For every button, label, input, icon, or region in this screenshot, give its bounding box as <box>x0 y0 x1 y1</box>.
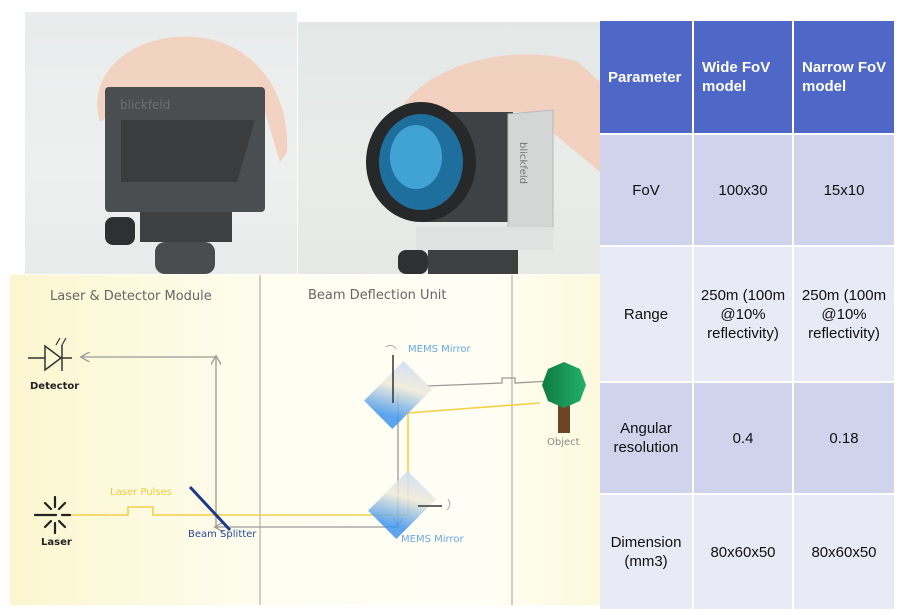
sensor-window <box>121 120 255 182</box>
beam-splitter-label: Beam Splitter <box>188 529 257 540</box>
row-range-wide: 250m (100m @10% reflectivity) <box>694 247 792 381</box>
spec-table: Parameter Wide FoV model Narrow FoV mode… <box>600 21 894 609</box>
row-angular-param: Angular resolution <box>600 383 692 493</box>
object-tree-icon <box>542 362 586 433</box>
header-wide-fov: Wide FoV model <box>694 21 792 133</box>
section-title-laser-detector: Laser & Detector Module <box>50 289 212 304</box>
diagram-background <box>10 275 600 605</box>
row-fov-param: FoV <box>600 135 692 245</box>
row-range-narrow: 250m (100m @10% reflectivity) <box>794 247 894 381</box>
mems-mirror-top-label: MEMS Mirror <box>408 344 471 355</box>
detector-icon <box>28 337 72 372</box>
sensor-logo: blickfeld <box>517 142 528 184</box>
tripod-knob <box>398 250 428 274</box>
row-dimension-narrow: 80x60x50 <box>794 495 894 609</box>
row-dimension-wide: 80x60x50 <box>694 495 792 609</box>
tripod-knob <box>105 217 135 245</box>
sensor-lens-illustration: blickfeld <box>366 54 600 274</box>
product-photos: blickfeld blickfeld <box>25 12 600 274</box>
sensor-photo-lens: blickfeld <box>298 22 600 274</box>
tripod-mount <box>140 212 232 242</box>
header-narrow-fov: Narrow FoV model <box>794 21 894 133</box>
mems-mirror-bottom-label: MEMS Mirror <box>401 534 464 545</box>
row-fov-wide: 100x30 <box>694 135 792 245</box>
mems-mirror-bottom <box>368 471 451 539</box>
row-angular-wide: 0.4 <box>694 383 792 493</box>
sensor-photo-front: blickfeld <box>25 12 297 274</box>
lidar-operating-diagram: Laser & Detector Module Beam Deflection … <box>10 275 600 605</box>
header-parameter: Parameter <box>600 21 692 133</box>
mounting-bracket <box>507 109 554 233</box>
row-dimension-param: Dimension (mm3) <box>600 495 692 609</box>
sensor-front-illustration: blickfeld <box>97 36 288 274</box>
lens-reflection <box>390 125 442 189</box>
row-angular-narrow: 0.18 <box>794 383 894 493</box>
detector-label: Detector <box>30 381 79 392</box>
tripod-mount <box>428 250 518 274</box>
laser-pulses-label: Laser Pulses <box>110 487 172 498</box>
laser-icon <box>33 495 72 535</box>
section-title-beam-deflection: Beam Deflection Unit <box>308 288 447 303</box>
lidar-diagram-svg: Laser & Detector Module Beam Deflection … <box>10 275 600 605</box>
beam-splitter <box>188 485 232 532</box>
return-beam-object <box>426 377 551 387</box>
row-range-param: Range <box>600 247 692 381</box>
object-label: Object <box>547 437 580 448</box>
tripod-head <box>155 242 215 274</box>
bracket-base <box>416 227 553 250</box>
hand-shape <box>398 54 600 172</box>
laser-beam-path <box>70 402 541 516</box>
mems-mirror-top <box>364 344 432 429</box>
sensor-logo: blickfeld <box>120 98 170 112</box>
laser-label: Laser <box>41 537 72 548</box>
row-fov-narrow: 15x10 <box>794 135 894 245</box>
